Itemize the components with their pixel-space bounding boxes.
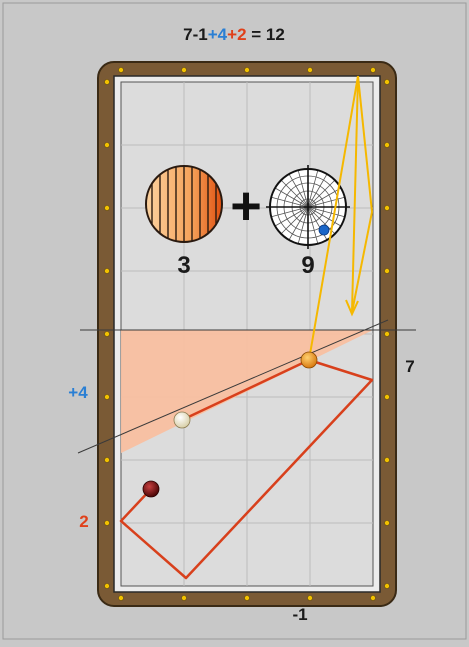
equation-part-base: 7-1	[183, 25, 208, 44]
equation-part-blue: +4	[208, 25, 228, 44]
cue-ball	[173, 411, 191, 429]
stripes-label: 3	[177, 252, 190, 279]
target-label: 9	[301, 252, 314, 279]
label-two: 2	[79, 512, 88, 531]
page-frame	[2, 2, 467, 640]
label-plus-four: +4	[68, 383, 88, 402]
object-ball	[300, 351, 318, 369]
label-minus-one: -1	[292, 605, 307, 624]
stripes-diagram	[145, 165, 223, 243]
contact-point-marker	[318, 224, 330, 236]
equation-title: 7-1+4+2 = 12	[183, 25, 285, 44]
equation-part-result: = 12	[247, 25, 285, 44]
rail-diamonds	[104, 67, 390, 601]
equation-part-red: +2	[227, 25, 246, 44]
red-ball	[142, 480, 160, 498]
aim-lines	[308, 75, 373, 361]
reference-line-diagonal	[77, 319, 389, 454]
label-seven: 7	[405, 357, 414, 376]
target-diagram	[266, 165, 350, 249]
cue-ball-path	[119, 358, 374, 580]
plus-sign: +	[230, 176, 262, 236]
